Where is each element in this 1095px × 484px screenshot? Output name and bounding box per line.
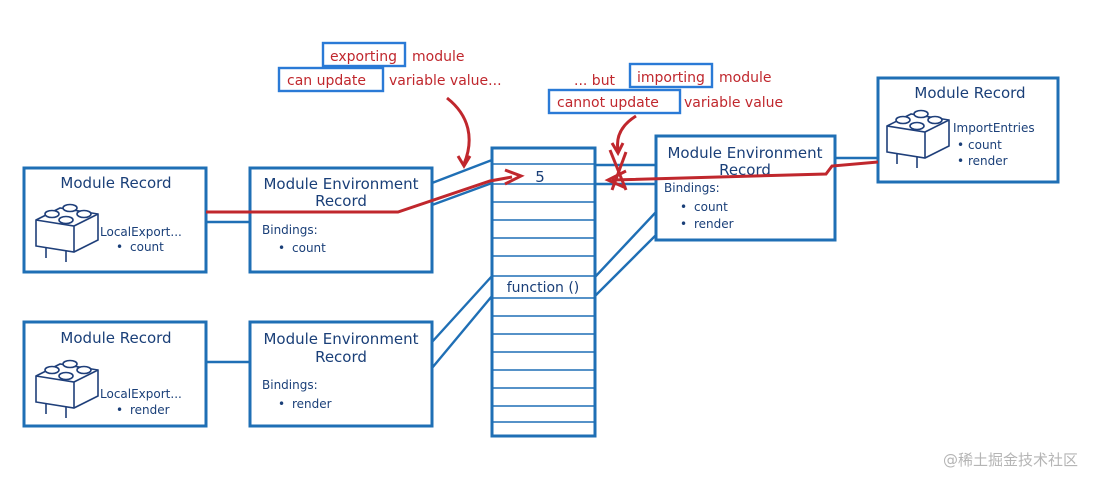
environment-record-title-line1: Module Environment: [667, 144, 822, 162]
environment-record-title-line1: Module Environment: [263, 330, 418, 348]
environment-record-box: [248, 166, 434, 274]
environment-record-binding-bullet: •: [680, 217, 687, 231]
annotation-text-but: ... but: [574, 73, 616, 89]
annotation-word-importing: importing: [637, 70, 705, 86]
import-read-arrow: [611, 160, 879, 182]
lego-brick-icon: [35, 359, 99, 418]
module-record-entry-bullet: •: [116, 403, 123, 417]
environment-record-box: [654, 134, 837, 242]
environment-record-title-line2: Record: [315, 192, 367, 210]
connector-lines: [206, 156, 878, 369]
environment-record-exporter-count: Module Environment Record Bindings: • co…: [248, 166, 434, 274]
module-record-entry-bullet: •: [957, 138, 964, 152]
memory-cell-value: 5: [535, 168, 545, 186]
exporting-pointer-arrowhead: [456, 155, 472, 169]
link-env1-slot-bottom: [431, 181, 493, 207]
environment-record-binding-bullet: •: [680, 200, 687, 214]
export-write-arrowhead: [504, 168, 525, 186]
link-function-env3-bottom: [594, 234, 657, 297]
memory-cells: [492, 163, 595, 423]
link-function-env3-top: [594, 211, 657, 278]
link-env2-function-top: [431, 275, 493, 343]
annotation-word-exporting: exporting: [330, 49, 397, 65]
exporting-pointer-arrow: [446, 96, 471, 165]
red-flow-arrows: [206, 149, 879, 214]
link-env1-slot-top: [431, 158, 493, 185]
module-record-entry-bullet: •: [957, 154, 964, 168]
environment-record-title-line1: Module Environment: [263, 175, 418, 193]
highlight-exporting: [321, 41, 407, 68]
module-record-entry: render: [130, 403, 170, 417]
importing-annotation: ... but importing module cannot update v…: [547, 62, 783, 157]
module-record-entries-label: ImportEntries: [953, 121, 1035, 135]
environment-record-box: [248, 320, 434, 428]
environment-record-binding-bullet: •: [278, 397, 285, 411]
lego-brick-icon: [35, 203, 99, 262]
module-record-entry: count: [968, 138, 1002, 152]
exporting-annotation: exporting module can update variable val…: [277, 41, 502, 169]
environment-record-importer: Module Environment Record Bindings: • co…: [654, 134, 837, 242]
module-record-exporter-count: Module Record LocalExport... • count: [22, 166, 208, 274]
module-record-title: Module Record: [914, 84, 1025, 102]
annotation-text-module: module: [719, 70, 771, 86]
module-record-entry: render: [968, 154, 1008, 168]
environment-record-bindings-label: Bindings:: [664, 181, 720, 195]
highlight-importing: [628, 62, 714, 89]
environment-record-binding: count: [694, 200, 728, 214]
module-record-entries-label: LocalExport...: [100, 225, 182, 239]
lego-brick-icon: [886, 109, 950, 168]
module-record-entries-label: LocalExport...: [100, 387, 182, 401]
memory-column: 5 function (): [490, 146, 597, 438]
module-record-exporter-render: Module Record LocalExport... • render: [22, 320, 208, 428]
annotation-text-variable-value: variable value...: [389, 73, 502, 89]
module-record-title: Module Record: [60, 329, 171, 347]
environment-record-binding: render: [694, 217, 734, 231]
environment-record-bindings-label: Bindings:: [262, 378, 318, 392]
annotation-word-can-update: can update: [287, 73, 366, 89]
export-write-arrow: [206, 175, 513, 214]
annotation-text-variable-value: variable value: [684, 95, 783, 111]
highlight-cannot-update: [547, 88, 682, 115]
watermark-text: @稀土掘金技术社区: [943, 451, 1078, 469]
module-record-title: Module Record: [60, 174, 171, 192]
environment-record-exporter-render: Module Environment Record Bindings: • re…: [248, 320, 434, 428]
environment-record-title-line2: Record: [315, 348, 367, 366]
environment-record-binding: render: [292, 397, 332, 411]
environment-record-binding: count: [292, 241, 326, 255]
memory-function-label: function (): [507, 280, 580, 296]
module-record-importer: Module Record ImportEntries • count • re…: [876, 76, 1060, 184]
module-record-entry: count: [130, 240, 164, 254]
environment-record-binding-bullet: •: [278, 241, 285, 255]
link-env2-function-bottom: [431, 295, 493, 369]
blocked-cross-stroke-b: [610, 151, 628, 191]
importing-pointer-arrow: [616, 114, 637, 151]
highlight-can-update: [277, 66, 385, 93]
annotation-word-cannot-update: cannot update: [557, 95, 659, 111]
importing-pointer-arrowhead: [610, 142, 625, 157]
environment-record-bindings-label: Bindings:: [262, 223, 318, 237]
module-record-entry-bullet: •: [116, 240, 123, 254]
annotation-text-module: module: [412, 49, 464, 65]
